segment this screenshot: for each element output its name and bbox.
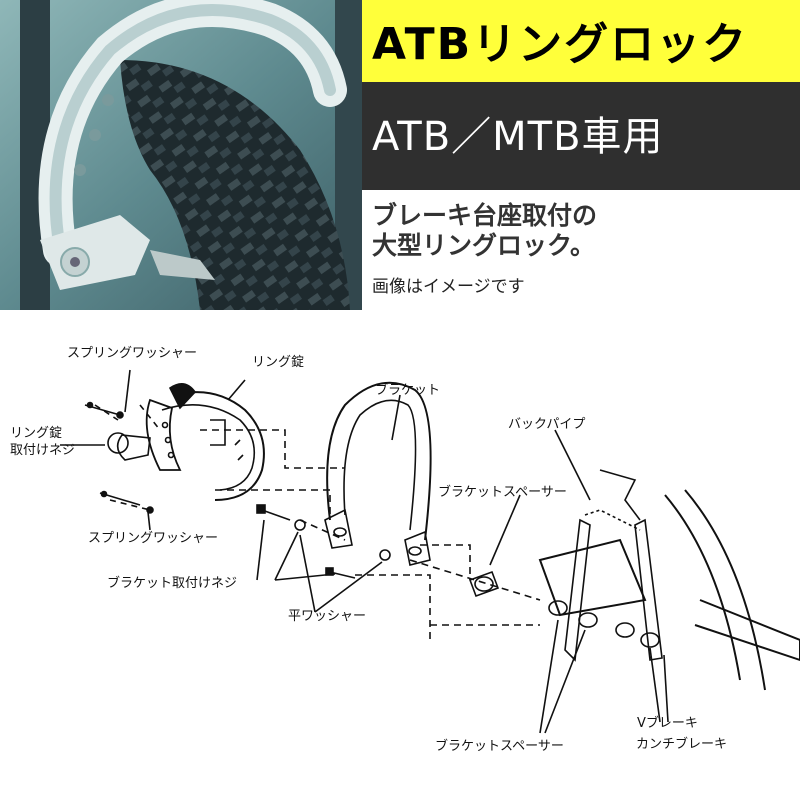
label-bracket-spacer-bottom: ブラケットスペーサー [435, 739, 564, 754]
label-ring-lock-screw-line1: リング錠 [10, 426, 63, 441]
description-line-2: 大型リングロック。 [372, 231, 596, 260]
title-band [362, 0, 800, 82]
label-spring-washer-bottom: スプリングワッシャー [88, 531, 219, 546]
label-v-brake: Vブレーキ [637, 716, 698, 731]
label-ring-lock-screw-line2: 取付けネジ [10, 443, 76, 458]
description-line-1: ブレーキ台座取付の [372, 201, 598, 230]
exploded-diagram: スプリングワッシャー リング錠 リング錠 取付けネジ ブラケット バックパイプ … [0, 320, 800, 800]
label-spring-washer-top: スプリングワッシャー [67, 346, 198, 361]
image-note: 画像はイメージです [372, 277, 525, 297]
subtitle: ATB／MTB車用 [372, 114, 664, 160]
label-bracket-screw: ブラケット取付けネジ [107, 576, 238, 591]
subtitle-band [362, 82, 800, 190]
label-ring-lock: リング錠 [252, 355, 305, 370]
label-bracket-spacer-top: ブラケットスペーサー [438, 485, 567, 500]
label-bracket: ブラケット [375, 383, 441, 398]
product-photo [0, 0, 362, 310]
page-title: ATBリングロック [372, 19, 749, 70]
label-cantilever-brake: カンチブレーキ [636, 737, 728, 752]
label-flat-washer: 平ワッシャー [288, 609, 367, 624]
label-back-pipe: バックパイプ [508, 417, 586, 432]
